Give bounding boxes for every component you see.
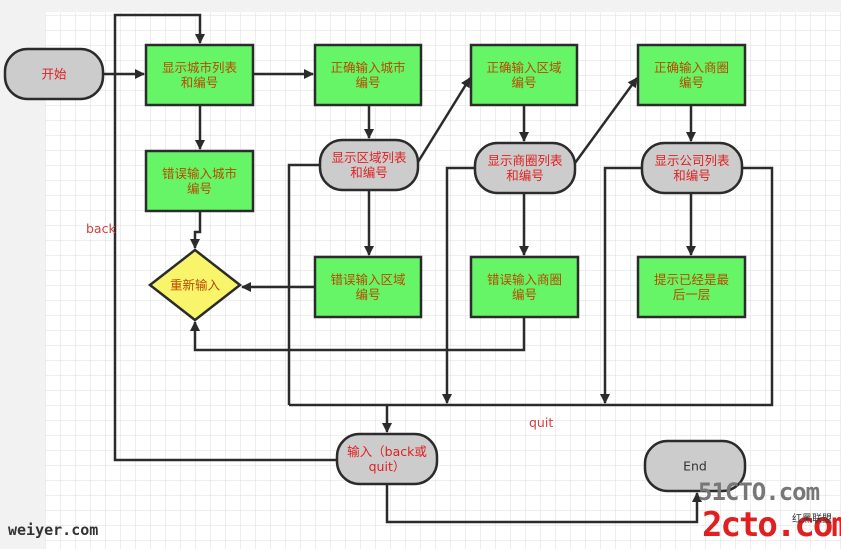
node-shape (3, 47, 105, 101)
edge-show-district-quit-line (287, 163, 320, 405)
node-label: 和编号 (673, 168, 711, 183)
node-label: 提示已经是最 (654, 272, 730, 287)
node-shape (144, 43, 255, 107)
node-label: 和编号 (506, 168, 544, 183)
edge-input-to-end (385, 484, 702, 524)
node-shape (469, 255, 580, 319)
node-label: 后一层 (673, 287, 711, 302)
edge-back-loop (113, 13, 337, 462)
edge-show-company-left-quit (600, 166, 642, 404)
node-start: 开始 (3, 47, 105, 101)
node-label: 编号 (355, 287, 380, 302)
node-label: 错误输入商圈 (487, 272, 562, 287)
node-label: 编号 (355, 75, 380, 90)
node-label: quit） (369, 459, 406, 474)
edge-wrong-area-to-reinput (190, 317, 526, 352)
node-shape (147, 248, 243, 322)
node-label: 显示公司列表 (654, 153, 730, 168)
node-label: 开始 (41, 67, 67, 82)
node-shape (643, 439, 747, 493)
node-end: End (643, 439, 747, 493)
edge-wrong-city-to-reinput (190, 211, 202, 249)
node-reinput: 重新输入 (147, 248, 243, 322)
watermark-2cto: 2cto.com (702, 505, 841, 545)
node-label: 重新输入 (170, 278, 221, 293)
node-shape (469, 43, 579, 107)
node-shape (473, 141, 577, 195)
watermark-weiyer: weiyer.com (8, 521, 99, 539)
node-label: 和编号 (181, 75, 219, 90)
node-label: End (683, 459, 707, 474)
edge-label-back: back (86, 221, 116, 236)
node-label: 正确输入区域 (486, 60, 561, 75)
node-label: 错误输入区域 (330, 272, 405, 287)
node-label: 显示城市列表 (162, 60, 238, 75)
node-label: 错误输入城市 (162, 166, 237, 181)
edge-show-area-to-correct-area (573, 77, 639, 164)
node-label: 编号 (187, 181, 212, 196)
node-shape (335, 432, 439, 486)
edge-show-district-to-correct-district (416, 77, 472, 163)
node-label: 和编号 (350, 165, 388, 180)
node-shape (318, 138, 420, 192)
watermark-hhlm: 红黑联盟 (792, 514, 832, 525)
node-shape (636, 43, 747, 107)
node-shape (636, 255, 747, 319)
node-label: 编号 (679, 75, 704, 90)
node-shape (313, 43, 423, 107)
node-label: 显示区域列表 (331, 150, 407, 165)
node-label: 显示商圈列表 (487, 153, 563, 168)
edge-label-quit: quit (529, 415, 553, 430)
edge-show-company-right-quit (289, 166, 774, 407)
node-label: 编号 (512, 287, 537, 302)
watermark-51cto: 51CTO.com (698, 478, 820, 506)
node-shape (144, 149, 255, 213)
node-label: 输入（back或 (347, 444, 427, 459)
node-label: 编号 (511, 75, 536, 90)
edge-show-area-quit-line (442, 166, 475, 404)
node-label: 正确输入城市 (330, 60, 405, 75)
node-shape (640, 141, 744, 195)
node-label: 正确输入商圈 (654, 60, 729, 75)
node-shape (313, 255, 423, 319)
